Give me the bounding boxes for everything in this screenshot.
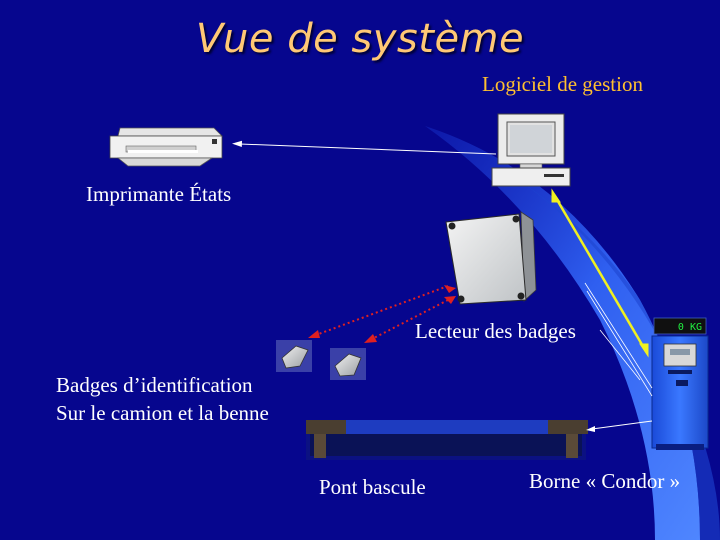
badge-reader-label: Lecteur des badges [415, 319, 576, 343]
weighbridge-label: Pont bascule [319, 475, 426, 499]
terminal-link-arrow [551, 188, 649, 358]
printer-icon [109, 127, 223, 167]
pointer-lines [584, 282, 653, 432]
badges-label-line1: Badges d’identification [56, 373, 253, 397]
slide-title: Vue de système [195, 16, 525, 62]
badge-reader-icon [445, 211, 537, 305]
terminal-kiosk-icon: 0 KG [651, 317, 709, 450]
software-label: Logiciel de gestion [482, 72, 643, 96]
badges-label-line2: Sur le camion et la benne [56, 401, 269, 425]
computer-icon [491, 113, 571, 187]
badge-icon [330, 348, 366, 380]
printer-label: Imprimante États [86, 182, 232, 206]
terminal-label: Borne « Condor » [529, 469, 681, 493]
rf-link-arrows [308, 285, 456, 343]
print-link-arrow [232, 140, 497, 155]
badge-icon [276, 340, 312, 372]
terminal-display: 0 KG [678, 322, 702, 333]
weighbridge-icon [306, 420, 588, 460]
